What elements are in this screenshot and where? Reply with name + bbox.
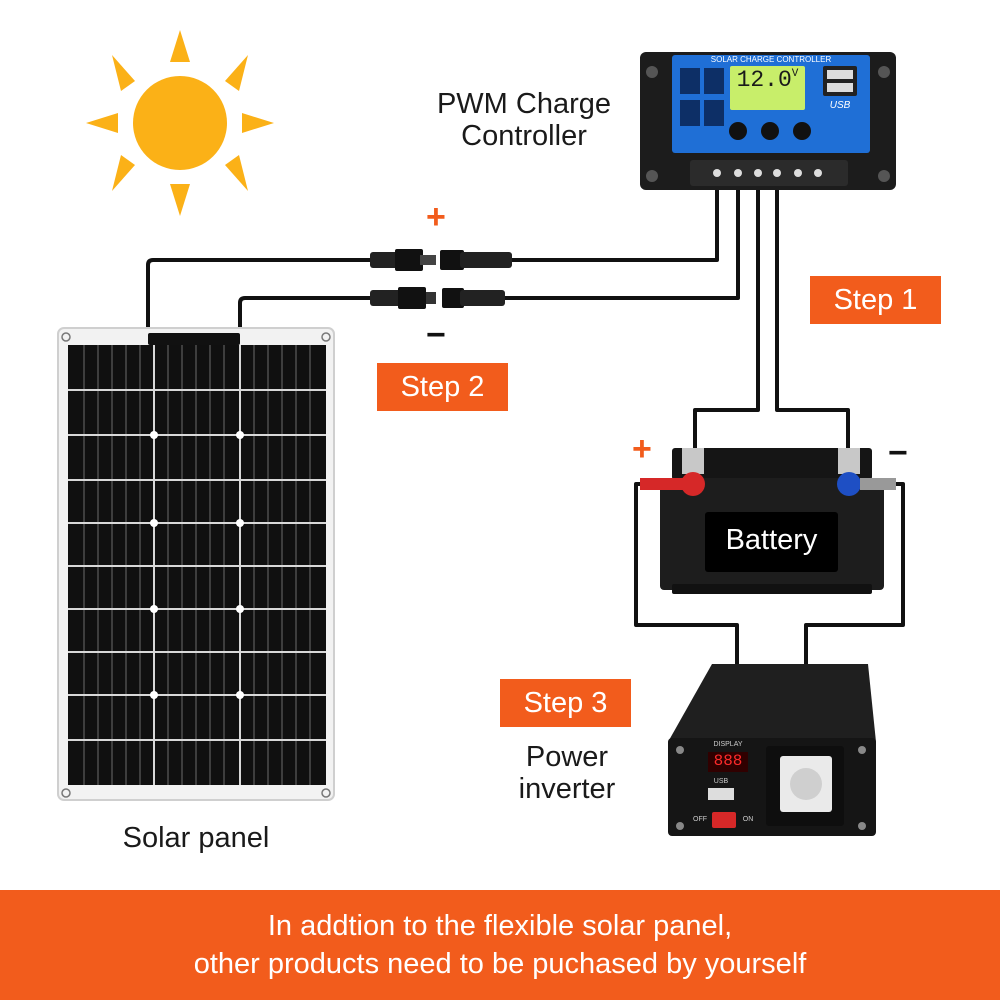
sun-icon [86, 30, 274, 216]
footer-line-1: In addtion to the flexible solar panel, [267, 910, 733, 942]
controller-label-line2: Controller [461, 120, 587, 153]
step-2-badge: Step 2 [377, 363, 508, 411]
wiring [146, 190, 905, 667]
power-inverter-graphic [668, 664, 876, 836]
inverter-label-line2: inverter [518, 773, 616, 806]
battery-graphic [640, 448, 896, 594]
lcd-unit: V [791, 68, 799, 80]
charge-controller-graphic [640, 52, 896, 190]
minus-sign-battery: − [888, 434, 908, 472]
step-1-badge: Step 1 [810, 276, 941, 324]
minus-sign-mc4: − [426, 316, 446, 354]
footer-line-2: other products need to be puchased by yo… [193, 948, 807, 980]
inverter-off-label: OFF [693, 816, 707, 823]
controller-header-text: SOLAR CHARGE CONTROLLER [710, 55, 832, 64]
controller-label: PWM Charge Controller [410, 88, 638, 153]
plus-sign-battery: + [632, 430, 652, 468]
solar-panel-label: Solar panel [122, 822, 270, 854]
battery-label: Battery [725, 524, 818, 556]
inverter-display-readout: 888 [713, 752, 743, 770]
lcd-value: 12.0 [736, 67, 792, 93]
inverter-display-label: DISPLAY [713, 741, 743, 748]
controller-label-line1: PWM Charge [436, 88, 612, 120]
controller-usb-label: USB [829, 100, 851, 111]
inverter-label-line1: Power [525, 741, 609, 773]
lcd-voltage-readout: 12.0V [730, 67, 805, 94]
solar-panel-graphic [57, 327, 335, 801]
mc4-connectors-icon [370, 249, 512, 309]
inverter-usb-label: USB [713, 778, 729, 785]
footer-banner: In addtion to the flexible solar panel, … [0, 890, 1000, 1000]
inverter-on-label: ON [742, 816, 754, 823]
inverter-label: Power inverter [500, 741, 634, 806]
step-3-badge: Step 3 [500, 679, 631, 727]
plus-sign-mc4: + [426, 198, 446, 236]
